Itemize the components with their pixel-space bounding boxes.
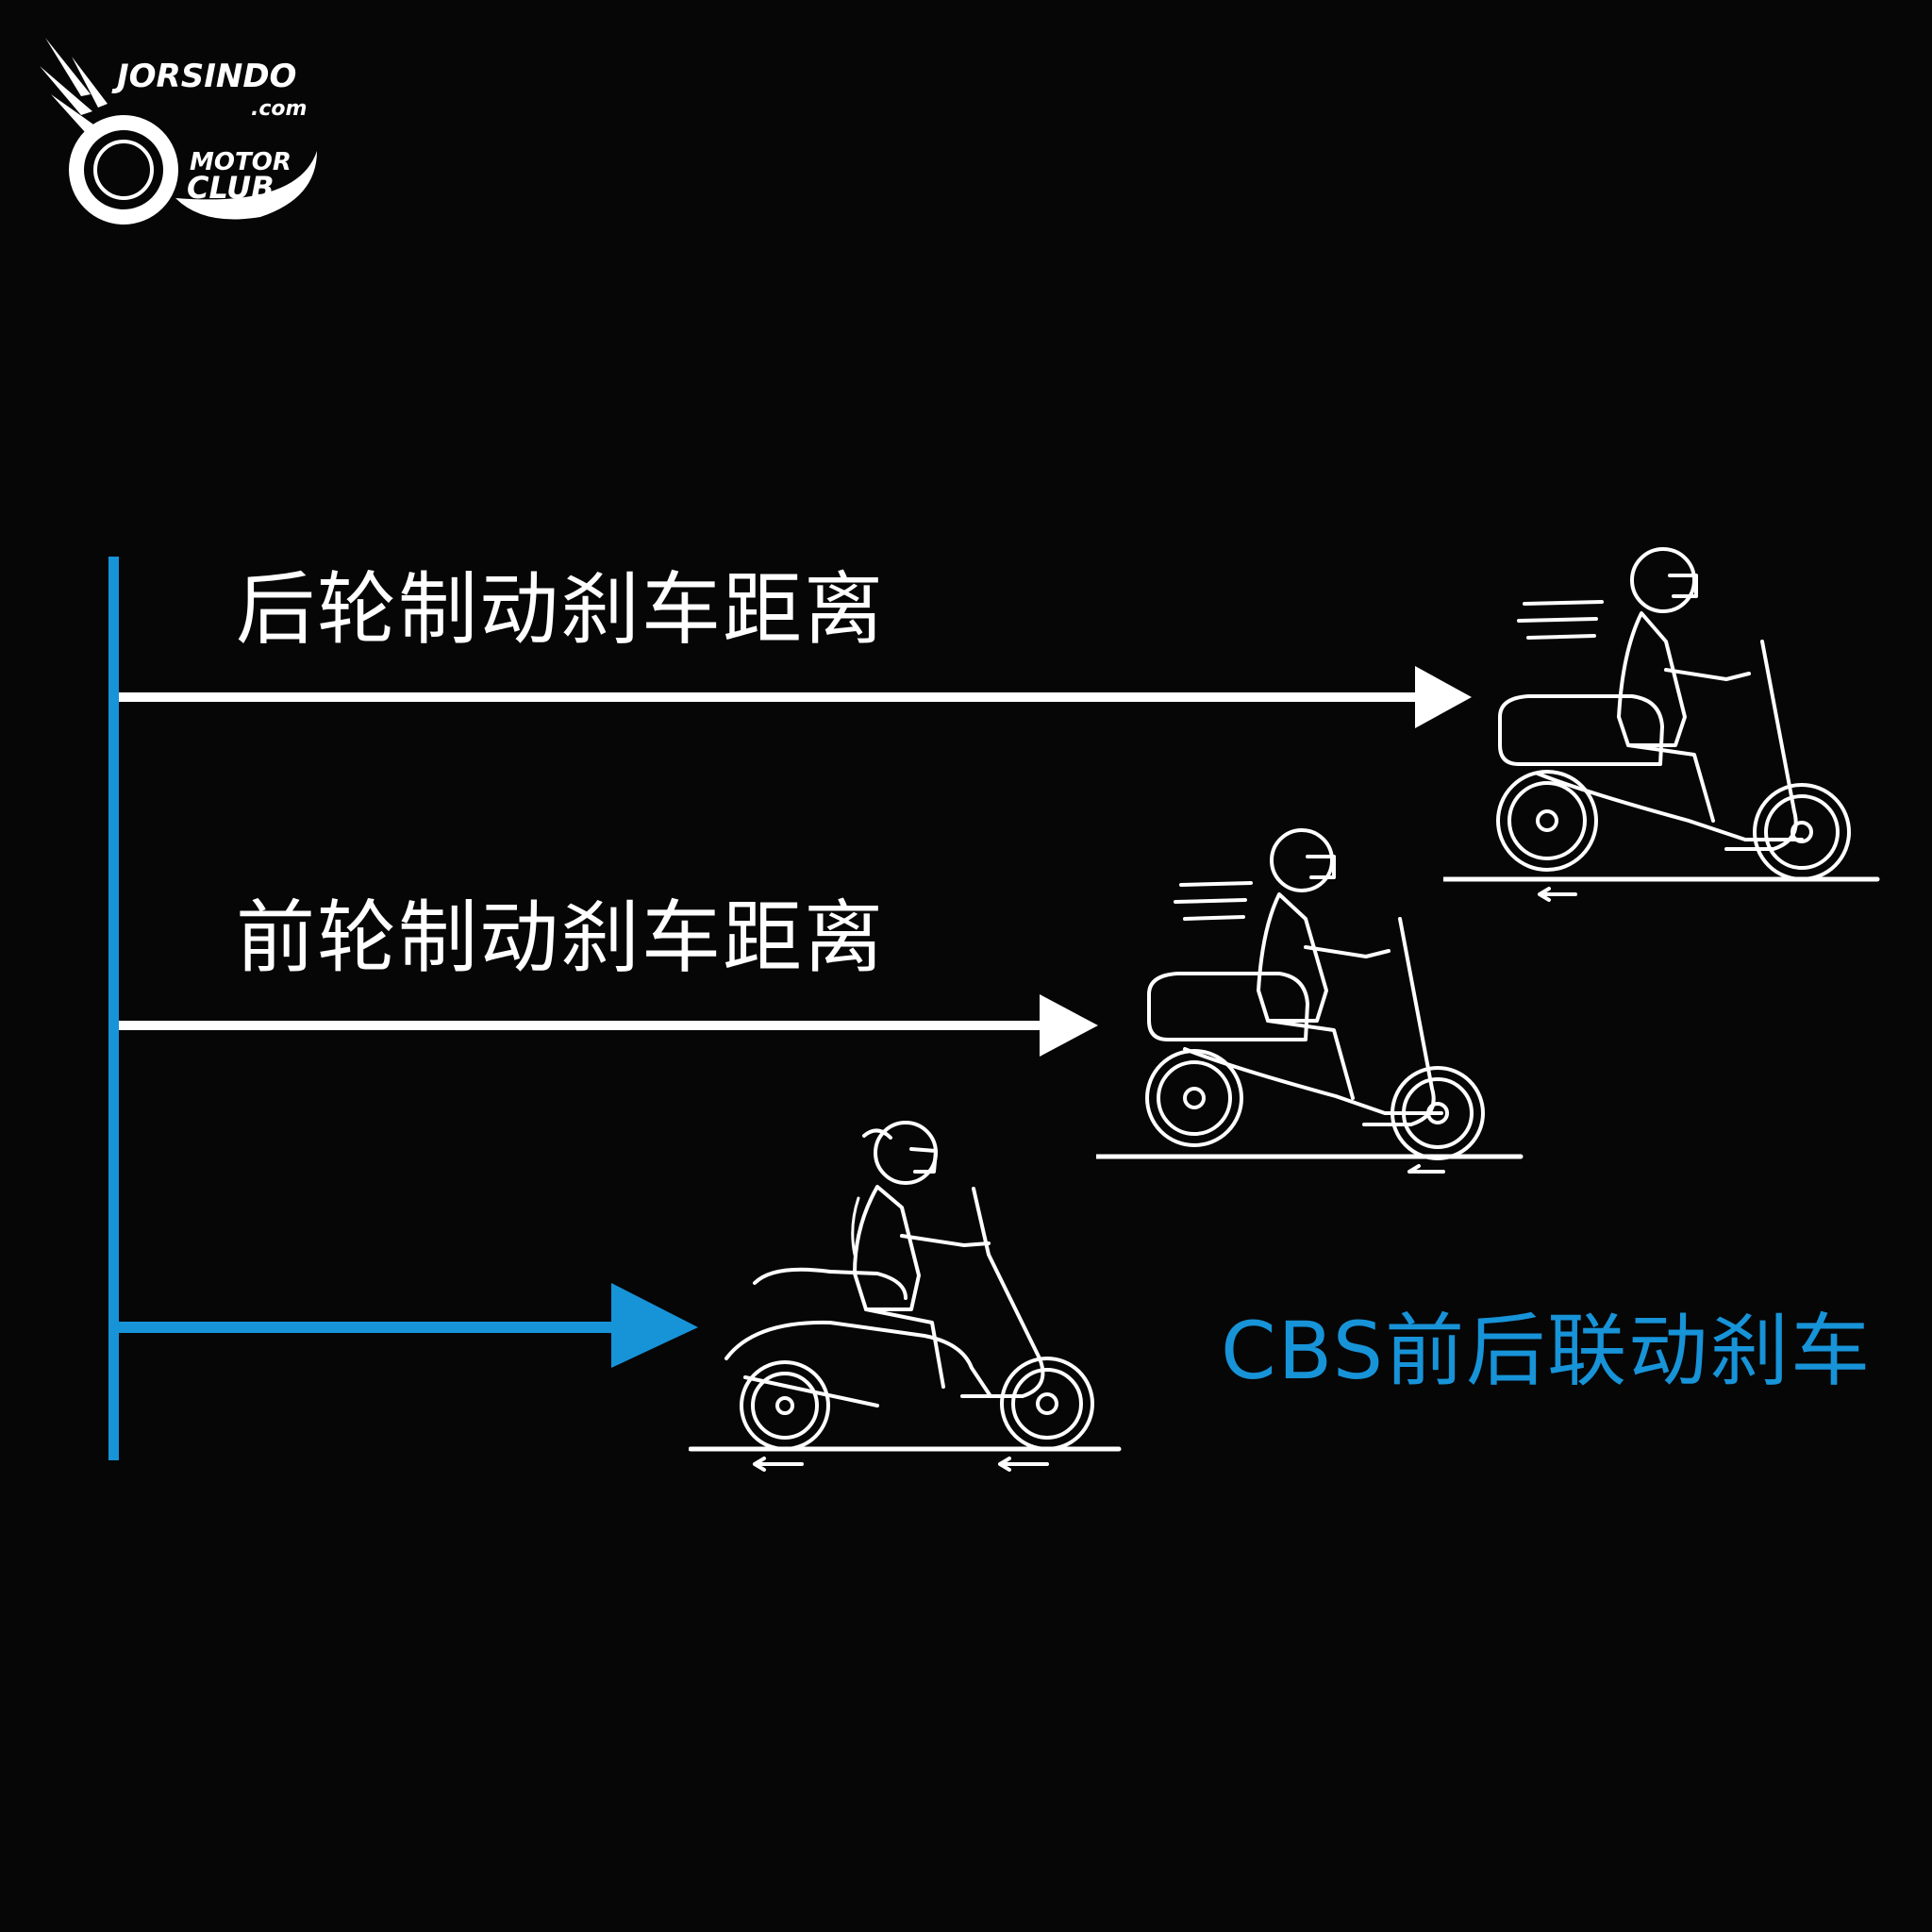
cbs-brake-arrow: [119, 1283, 704, 1377]
logo-brand: JORSINDO: [111, 58, 296, 95]
jorsindo-logo: JORSINDO .com MOTOR CLUB: [40, 38, 317, 225]
logo-domain: .com: [251, 97, 307, 121]
logo-club: CLUB: [187, 170, 275, 206]
scooter-rider-front-icon: [1096, 828, 1524, 1174]
logo-motor: MOTOR: [190, 148, 291, 176]
front-brake-arrow: [119, 989, 1100, 1083]
cbs-brake-label: CBS前后联动刹车: [1221, 1305, 1873, 1397]
front-brake-label: 前轮制动刹车距离: [236, 891, 886, 984]
scooter-rider-rear-icon: [1443, 547, 1880, 902]
rear-brake-arrow: [119, 660, 1477, 755]
rear-brake-label: 后轮制动刹车距离: [236, 563, 886, 656]
start-line: [108, 557, 119, 1460]
scooter-rider-cbs-icon: [689, 1121, 1122, 1472]
